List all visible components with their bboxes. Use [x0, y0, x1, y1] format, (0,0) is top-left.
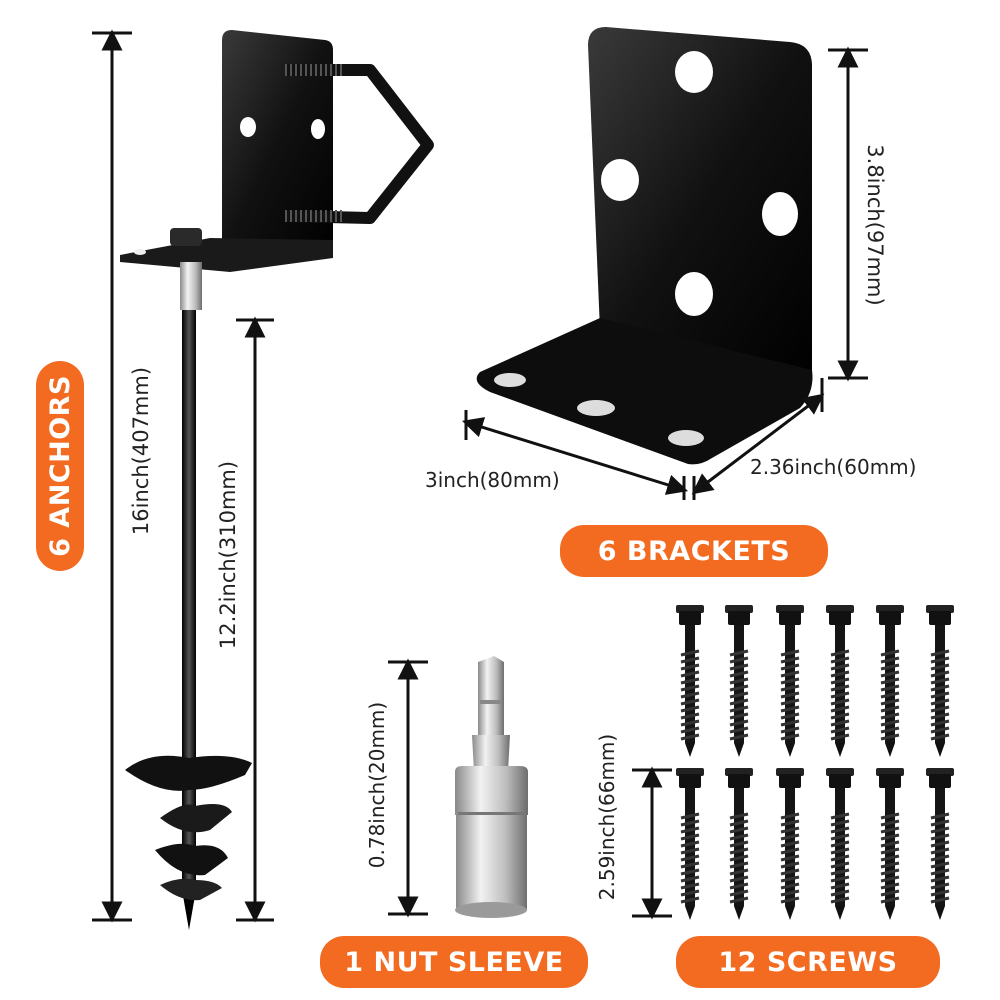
screw: [725, 605, 753, 757]
screw: [826, 605, 854, 757]
screw: [676, 605, 704, 757]
screws-label: 12 SCREWS: [676, 936, 940, 988]
nut-sleeve-dimension-line: [388, 658, 428, 918]
anchor-total-dimension-line: [92, 29, 132, 923]
bracket-height-dimension-line: [828, 46, 868, 382]
screw: [776, 768, 804, 920]
brackets-label: 6 BRACKETS: [560, 525, 828, 577]
bracket-width-dimension-line: [461, 410, 689, 500]
bracket-height-dimension-text: 3.8inch(97mm): [863, 144, 887, 306]
anchor-total-dimension-text: 16inch(407mm): [129, 366, 153, 536]
ground-anchor-image: [120, 30, 434, 930]
screw: [926, 605, 954, 757]
bracket-depth-dimension-line: [691, 378, 825, 500]
screw-length-dimension-line: [632, 766, 672, 920]
bracket-depth-dimension-text: 2.36inch(60mm): [750, 455, 917, 479]
sleeve-length-dimension-text: 0.78inch(20mm): [365, 701, 389, 869]
screw: [876, 768, 904, 920]
screw: [725, 768, 753, 920]
anchors-label: 6 ANCHORS: [36, 361, 84, 571]
nut-sleeve-image: [455, 656, 528, 918]
screw: [926, 768, 954, 920]
screw: [676, 768, 704, 920]
bracket-hole: [675, 51, 713, 93]
bracket-image: [476, 27, 813, 465]
screw: [876, 605, 904, 757]
bracket-width-dimension-text: 3inch(80mm): [425, 468, 560, 492]
anchor-auger-dimension-text: 12.2inch(310mm): [216, 460, 240, 650]
screw: [776, 605, 804, 757]
screw-length-dimension-text: 2.59inch(66mm): [595, 733, 619, 901]
screws-image: [676, 605, 954, 920]
screw: [826, 768, 854, 920]
nut-sleeve-label: 1 NUT SLEEVE: [320, 936, 588, 988]
anchor-auger-dimension-line: [236, 316, 274, 923]
